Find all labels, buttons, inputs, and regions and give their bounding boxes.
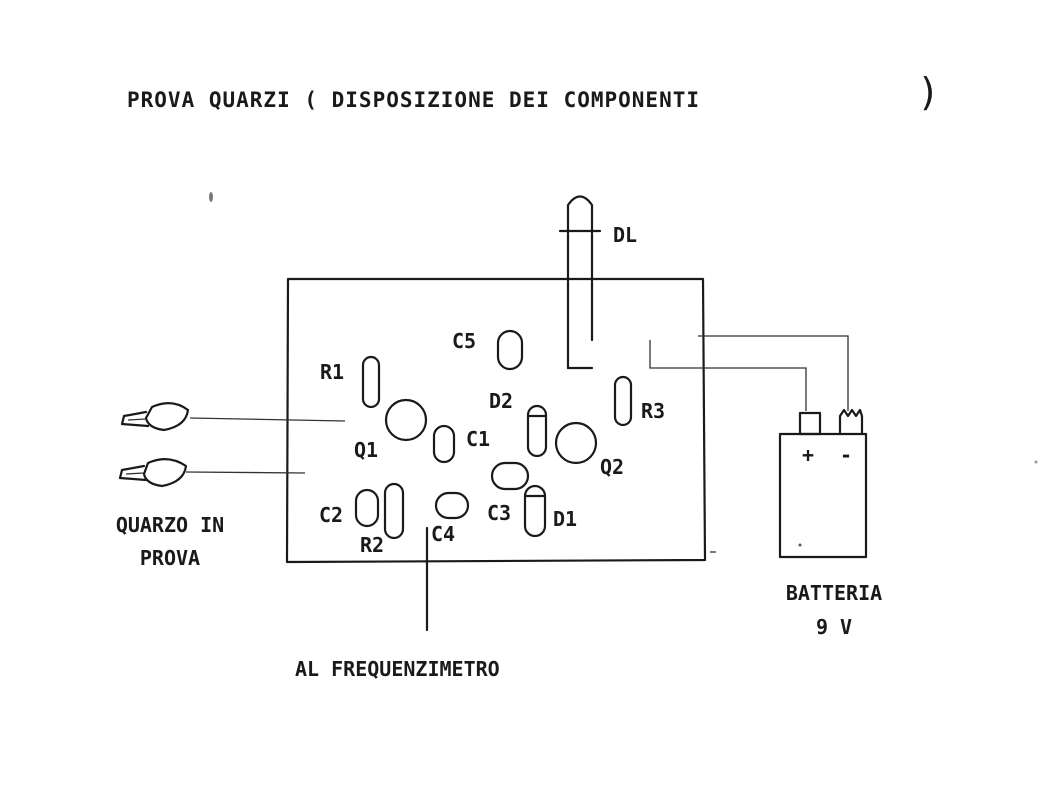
label-c3: C3 [487,501,512,525]
quartz-label-line1: QUARZO IN [115,513,225,537]
capacitor-c3 [490,461,530,491]
label-c4: C4 [431,522,456,546]
pcb-board [285,277,707,564]
capacitor-c1 [432,424,456,464]
resistor-r3 [613,375,633,427]
resistor-r2 [383,482,405,540]
label-r2: R2 [360,533,385,557]
led-dl [558,195,602,370]
transistor-q2 [554,421,598,465]
label-d1: D1 [553,507,578,531]
alligator-clip-top [120,402,190,432]
alligator-clip-bottom [118,458,188,488]
quartz-lead-top [189,417,346,422]
capacitor-c5 [496,329,524,371]
capacitor-c4 [434,491,470,520]
diode-d2 [526,404,548,458]
battery-9v [778,408,868,559]
label-d2: D2 [489,389,514,413]
title-closing-paren: ) [917,70,940,114]
battery-plus-sign: + [802,443,815,467]
battery-wire-negative [698,335,849,411]
capacitor-c2 [354,488,380,528]
frequency-meter-label: AL FREQUENZIMETRO [295,657,500,681]
label-q1: Q1 [354,438,379,462]
diagram-title: PROVA QUARZI ( DISPOSIZIONE DEI COMPONEN… [127,88,701,112]
quartz-label-line2: PROVA [139,546,201,570]
label-c5: C5 [452,329,477,353]
battery-wire-positive [649,340,807,411]
battery-minus-sign: - [840,443,853,467]
resistor-r1 [361,355,381,409]
quartz-lead-bottom [185,471,306,474]
battery-label-line1: BATTERIA [785,581,883,605]
label-r3: R3 [641,399,666,423]
label-c2: C2 [319,503,344,527]
label-r1: R1 [320,360,345,384]
transistor-q1 [384,398,428,442]
label-dl: DL [613,223,638,247]
diode-d1 [523,484,547,538]
battery-label-line2: 9 V [815,615,853,639]
label-q2: Q2 [600,455,625,479]
label-c1: C1 [466,427,491,451]
